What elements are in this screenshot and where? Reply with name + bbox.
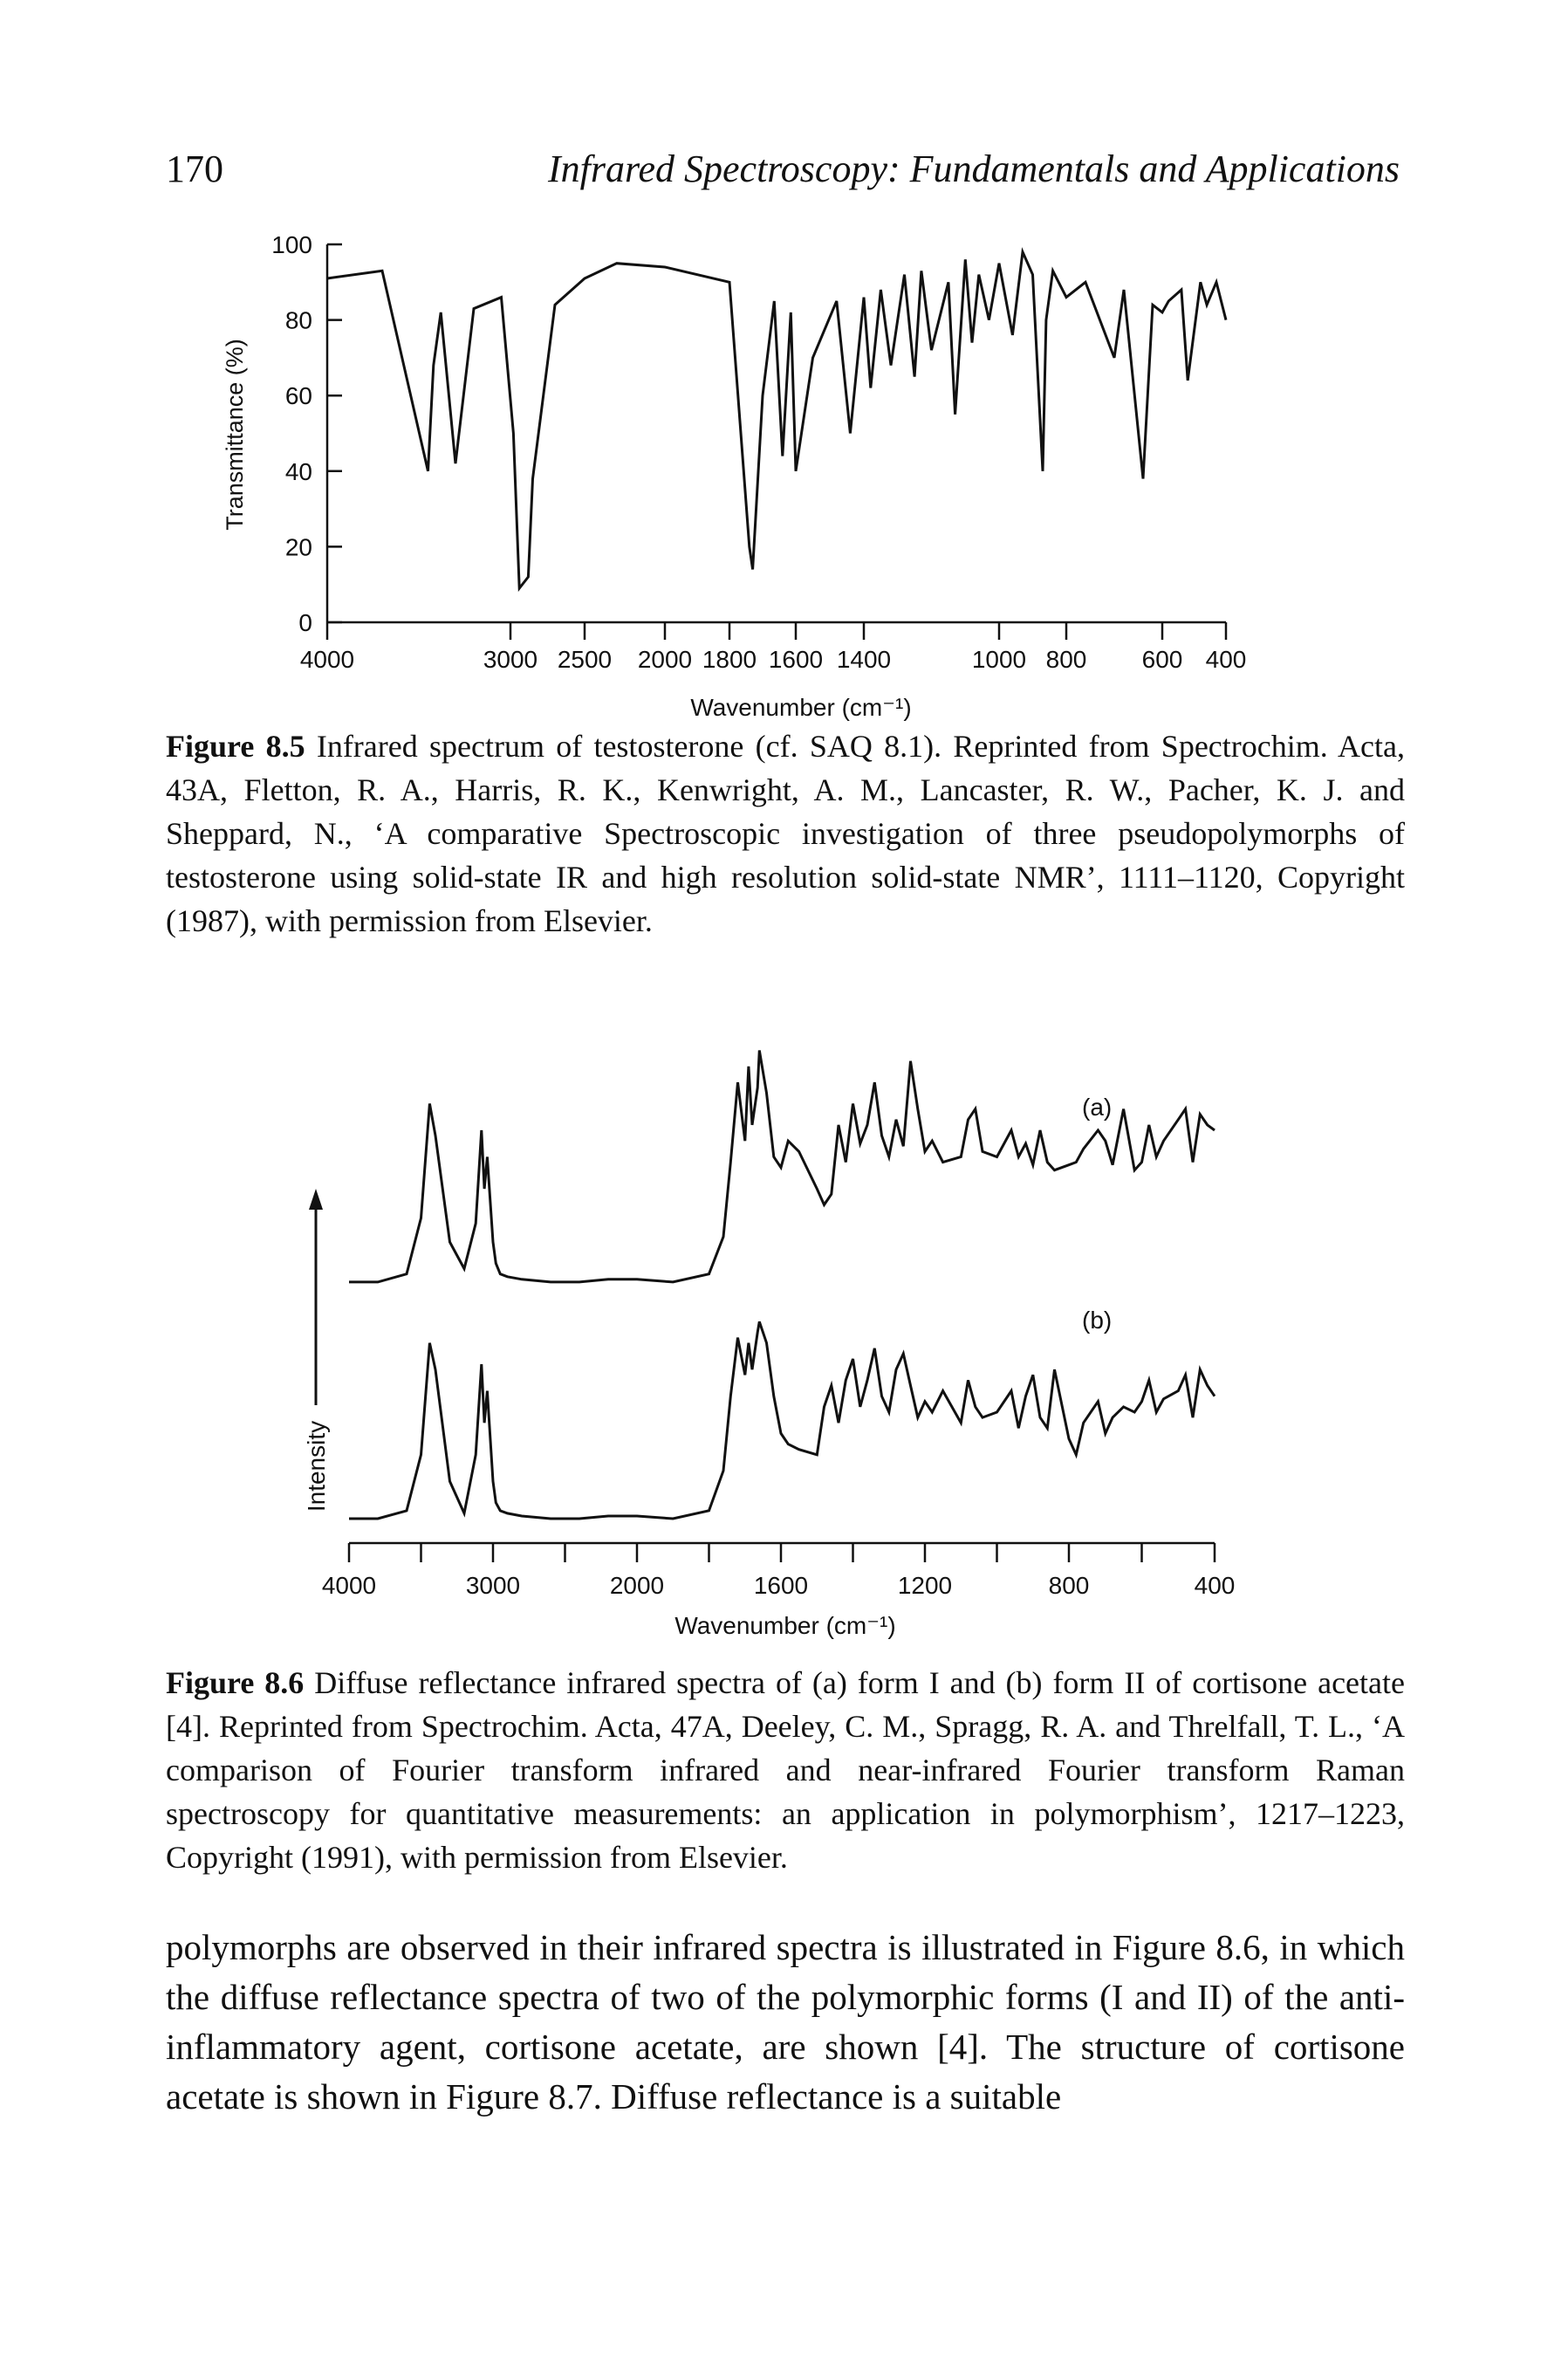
y-tick-label: 60 xyxy=(285,382,312,409)
figure-8-6-caption: Figure 8.6 Diffuse reflectance infrared … xyxy=(166,1661,1405,1879)
series-a-label: (a) xyxy=(1082,1094,1112,1121)
x-tick-label: 800 xyxy=(1046,646,1087,673)
x-axis-label: Wavenumber (cm⁻¹) xyxy=(674,1612,895,1639)
x-tick-label: 3000 xyxy=(483,646,538,673)
body-paragraph: polymorphs are observed in their infrare… xyxy=(166,1927,1405,2116)
x-tick-label: 400 xyxy=(1206,646,1247,673)
x-tick-label: 3000 xyxy=(466,1572,520,1599)
intensity-arrow xyxy=(309,1189,323,1405)
figure-8-5-caption: Figure 8.5 Infrared spectrum of testoste… xyxy=(166,724,1405,943)
figure-8-6-caption-label: Figure 8.6 xyxy=(166,1665,305,1700)
transmittance-series-line xyxy=(326,247,1228,593)
x-tick-label: 400 xyxy=(1195,1572,1236,1599)
page-number: 170 xyxy=(166,148,223,190)
y-tick-label: 100 xyxy=(271,231,312,258)
x-tick-label: 1600 xyxy=(754,1572,808,1599)
x-tick-label: 2000 xyxy=(638,646,692,673)
x-tick-label: 2500 xyxy=(558,646,612,673)
x-tick-label: 2000 xyxy=(610,1572,664,1599)
series-a-line xyxy=(349,1050,1215,1284)
x-tick-label: 1200 xyxy=(898,1572,952,1599)
x-tick-label: 1000 xyxy=(972,646,1026,673)
series-b-line xyxy=(349,1321,1216,1520)
y-axis-label: Transmittance (%) xyxy=(222,339,248,531)
figure-8-6-caption-text: Diffuse reflectance infrared spectra of … xyxy=(166,1665,1405,1875)
x-tick-label: 4000 xyxy=(300,646,354,673)
figure-8-5-chart: 100 80 60 40 20 0 4000 3000 2500 2000 1800 1600 140… xyxy=(222,231,1247,721)
y-tick-label: 40 xyxy=(285,458,312,485)
x-tick-label: 600 xyxy=(1142,646,1183,673)
series-b-label: (b) xyxy=(1082,1307,1112,1334)
y-axis-label: Intensity xyxy=(303,1421,330,1512)
x-tick-label: 4000 xyxy=(322,1572,376,1599)
figure-8-5-caption-text: Infrared spectrum of testosterone (cf. S… xyxy=(166,729,1405,938)
y-tick-label: 20 xyxy=(285,533,312,560)
x-tick-label: 1400 xyxy=(837,646,891,673)
figure-8-5-caption-label: Figure 8.5 xyxy=(166,729,305,764)
x-axis-label: Wavenumber (cm⁻¹) xyxy=(690,694,911,721)
running-header: Infrared Spectroscopy: Fundamentals and … xyxy=(548,148,1400,190)
figure-8-6-chart: 4000 3000 2000 1600 1200 800 400 (a) (b) Inten… xyxy=(303,1050,1236,1639)
x-tick-label: 1600 xyxy=(769,646,823,673)
x-tick-label: 1800 xyxy=(702,646,757,673)
y-tick-label: 80 xyxy=(285,307,312,334)
y-tick-label: 0 xyxy=(298,609,312,636)
x-tick-label: 800 xyxy=(1049,1572,1090,1599)
